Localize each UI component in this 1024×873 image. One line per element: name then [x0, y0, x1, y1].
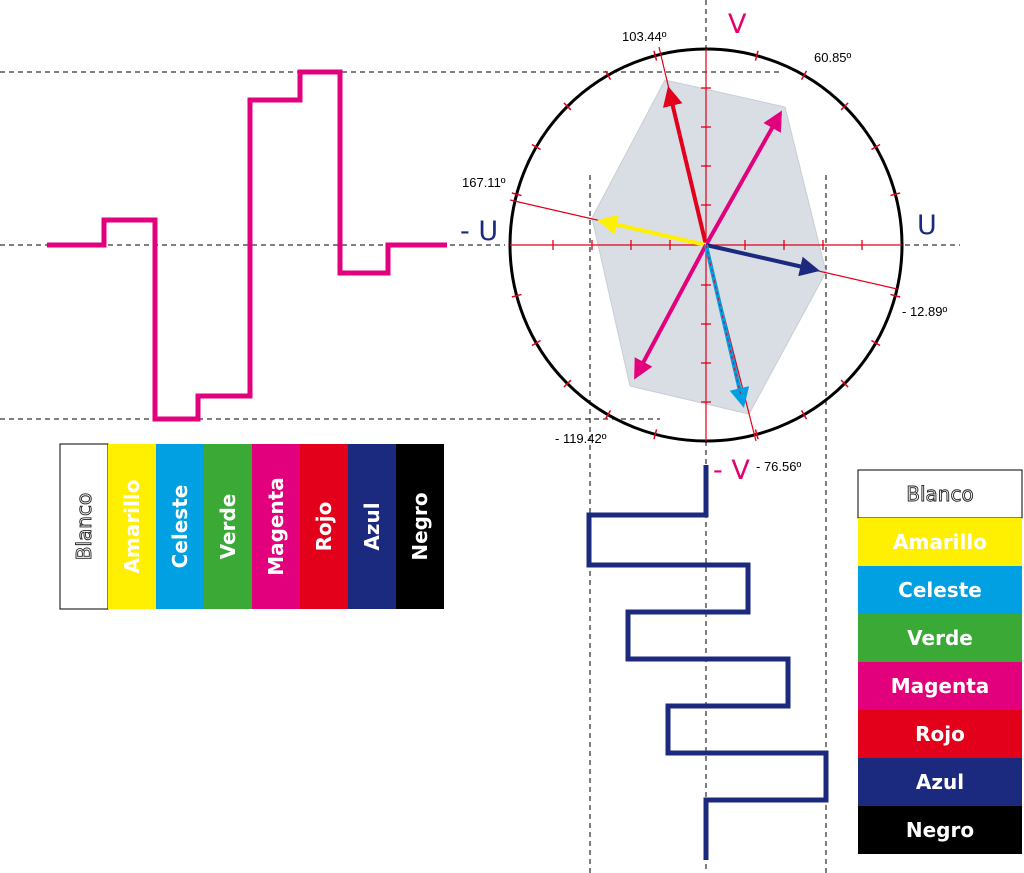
vector-celeste [704, 244, 750, 408]
horizontal-bar-label-celeste: Celeste [898, 578, 982, 602]
axis-label-u: U [917, 210, 937, 241]
angle-label-celeste: - 76.56º [756, 459, 801, 474]
angle-label-verde: - 119.42º [555, 431, 607, 446]
axis-label-neg-v: - V [713, 455, 750, 486]
angle-label-rojo: 103.44º [622, 29, 667, 44]
horizontal-bar-rojo [858, 710, 1022, 758]
horizontal-bar-label-blanco: Blanco [906, 482, 973, 506]
vertical-bar-blanco [59, 443, 109, 610]
horizontal-bar-azul [858, 758, 1022, 806]
circle-tick [511, 192, 522, 197]
horizontal-bar-negro [858, 806, 1022, 854]
circle-tick [563, 102, 572, 111]
horizontal-bar-magenta [858, 662, 1022, 710]
vertical-bar-magenta [252, 444, 300, 609]
vertical-bar-label-rojo: Rojo [312, 502, 336, 552]
vertical-bar-label-azul: Azul [360, 502, 384, 550]
horizontal-bar-celeste [858, 566, 1022, 614]
vector-magenta [704, 110, 782, 246]
vertical-bar-label-blanco: Blanco [72, 493, 96, 560]
circle-tick [890, 192, 901, 197]
axis-ticks [552, 87, 863, 403]
angle-label-amarillo: 167.11º [462, 175, 506, 190]
vertical-bar-rojo [300, 444, 348, 609]
axis-label-neg-u: - U [460, 216, 498, 247]
horizontal-bar-label-amarillo: Amarillo [893, 530, 987, 554]
horizontal-bar-label-rojo: Rojo [915, 722, 965, 746]
angle-label-azul: - 12.89º [902, 304, 947, 319]
circle-tick [511, 293, 522, 298]
horizontal-bar-amarillo [858, 518, 1022, 566]
circle-tick [840, 379, 849, 388]
vectorscope: V - V U - U 103.44º 60.85º 167.11º - 12.… [460, 9, 947, 486]
circle-tick [754, 429, 759, 440]
vertical-bar-amarillo [108, 444, 156, 609]
horizontal-bar-label-verde: Verde [907, 626, 973, 650]
circle-tick [563, 379, 572, 388]
circle-tick [871, 143, 881, 151]
vertical-bar-celeste [156, 444, 204, 609]
circle-tick [531, 339, 541, 347]
guide-lines [0, 0, 960, 873]
circle-tick [890, 293, 901, 298]
vertical-bar-label-magenta: Magenta [264, 477, 288, 576]
circle-tick [800, 70, 808, 80]
angle-label-magenta: 60.85º [814, 50, 852, 65]
vertical-bar-azul [348, 444, 396, 609]
circle-tick [604, 70, 612, 80]
circle-tick [871, 339, 881, 347]
vertical-bar-label-celeste: Celeste [168, 485, 192, 569]
vector-verde [634, 244, 708, 380]
circle-tick [604, 410, 612, 420]
vertical-bar-label-amarillo: Amarillo [120, 480, 144, 574]
circle-ticks [511, 50, 901, 440]
u-waveform [47, 69, 447, 422]
axis-label-v: V [728, 9, 747, 40]
horizontal-bar-label-azul: Azul [916, 770, 964, 794]
horizontal-bar-label-magenta: Magenta [891, 674, 990, 698]
vertical-bar-verde [204, 444, 252, 609]
vector-celeste-dash [705, 244, 742, 397]
horizontal-bar-blanco [857, 469, 1023, 519]
circle-tick [800, 410, 808, 420]
vector-amarillo [597, 214, 707, 247]
horizontal-bar-label-negro: Negro [906, 818, 974, 842]
circle-tick [531, 143, 541, 151]
circle-tick [653, 50, 658, 61]
vertical-color-bars: Blanco Amarillo Celeste Verde Magenta Rojo Azu… [59, 443, 444, 610]
vertical-bar-negro [396, 444, 444, 609]
vertical-bar-label-negro: Negro [408, 492, 432, 560]
circle-tick [840, 102, 849, 111]
vector-rojo [662, 86, 708, 246]
vertical-bar-label-verde: Verde [216, 494, 240, 560]
circle-tick [754, 50, 759, 61]
horizontal-color-bars: BlancoAmarilloCelesteVerdeMagentaRojoAzu… [857, 469, 1023, 854]
vector-azul [705, 243, 820, 277]
circle-tick [653, 429, 658, 440]
horizontal-bar-verde [858, 614, 1022, 662]
v-waveform [586, 465, 829, 860]
